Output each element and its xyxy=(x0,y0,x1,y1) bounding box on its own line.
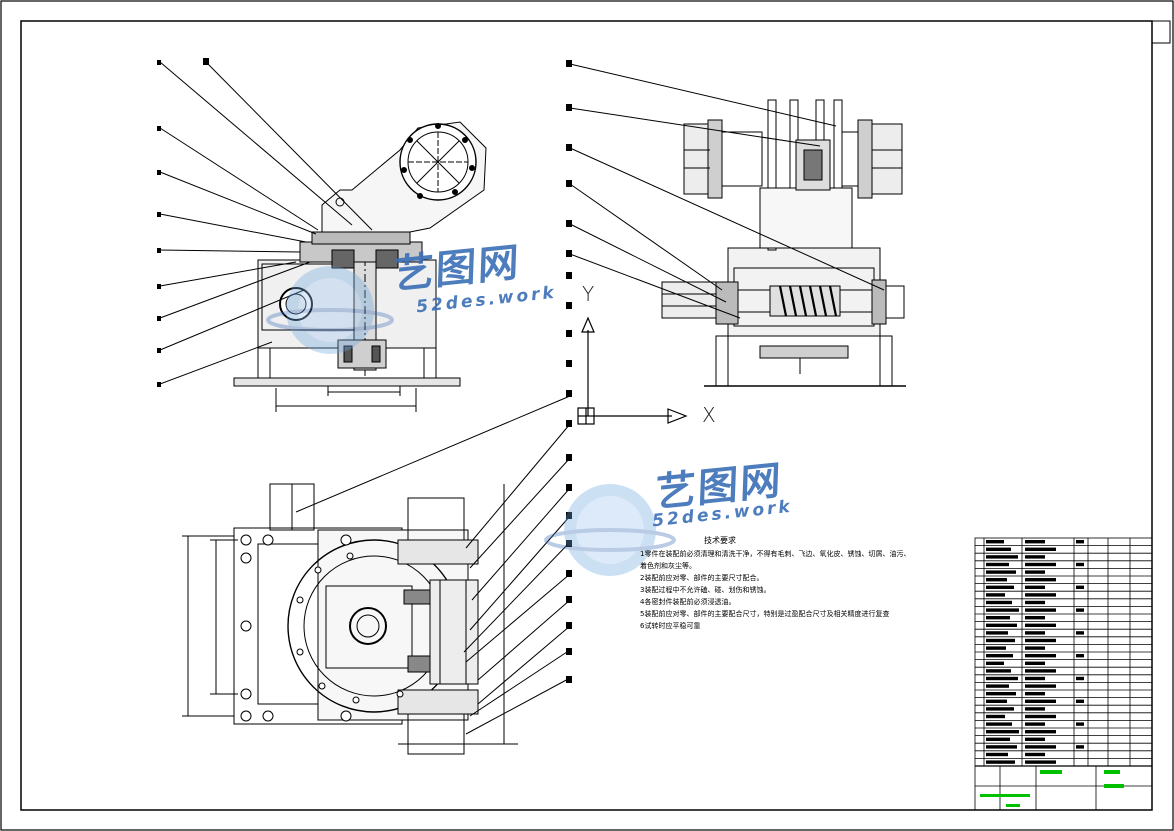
technical-requirement-item: 2装配前应对零、部件的主要尺寸配合。 xyxy=(640,574,764,582)
bom-cell-text xyxy=(986,570,1016,574)
bom-cell-text xyxy=(986,616,1010,620)
front-view-callouts xyxy=(157,58,209,387)
bom-cell-text xyxy=(1025,699,1056,703)
bom-cell-text xyxy=(986,631,1008,635)
bom-cell-text xyxy=(986,760,1015,764)
bom-cell-text xyxy=(986,623,1017,627)
bom-cell-text xyxy=(1025,570,1045,574)
bom-cell-text xyxy=(1025,547,1056,551)
bom-cell-text xyxy=(986,699,1007,703)
bom-cell-text xyxy=(986,722,1012,726)
technical-requirement-item: 6试转时应平稳可靠 xyxy=(640,622,701,630)
bom-cell-text xyxy=(986,737,1010,741)
bom-cell-text xyxy=(1025,578,1056,582)
bom-cell-text xyxy=(1076,699,1084,703)
bom-cell-text xyxy=(1076,540,1084,544)
bom-cell-text xyxy=(1025,616,1045,620)
side-view-callouts xyxy=(566,60,572,397)
bom-cell-text xyxy=(1025,730,1056,734)
front-view xyxy=(159,61,487,412)
bom-cell-text xyxy=(986,593,1005,597)
technical-requirement-item: 1零件在装配前必须清理和清洗干净，不得有毛刺、飞边、氧化皮、锈蚀、切屑、油污、 xyxy=(640,550,911,558)
bom-cell-text xyxy=(986,707,1014,711)
bom-cell-text xyxy=(1025,707,1045,711)
bom-cell-text xyxy=(1025,623,1056,627)
bom-cell-text xyxy=(986,676,1018,681)
bom-cell-text xyxy=(1025,737,1045,741)
bom-cell-text xyxy=(1076,631,1084,635)
bom-cell-text xyxy=(986,654,1013,658)
title-block xyxy=(974,537,1153,811)
bom-cell-text xyxy=(1076,745,1084,749)
bom-cell-text xyxy=(986,547,1011,551)
side-view xyxy=(569,63,906,387)
bom-cell-text xyxy=(986,540,1004,544)
technical-requirements-list: 1零件在装配前必须清理和清洗干净，不得有毛刺、飞边、氧化皮、锈蚀、切屑、油污、 … xyxy=(640,548,940,632)
bom-cell-text xyxy=(1025,654,1056,658)
bom-cell-text xyxy=(986,600,1012,605)
bom-cell-text xyxy=(1025,593,1056,597)
bom-fills xyxy=(986,540,1084,764)
bom-cell-text xyxy=(986,646,1006,650)
bom-cell-text xyxy=(1025,722,1045,726)
bom-cell-text xyxy=(986,669,1011,673)
ucs-axis-icon xyxy=(577,316,688,425)
technical-requirement-item: 4各密封件装配前必须浸透油。 xyxy=(640,598,736,606)
bom-cell-text xyxy=(986,661,1004,665)
bom-cell-text xyxy=(1025,692,1045,696)
bom-cell-text xyxy=(1076,654,1084,658)
bom-cell-text xyxy=(1025,714,1056,719)
bom-rows xyxy=(975,545,1152,759)
bom-cell-text xyxy=(1025,752,1045,757)
bom-cell-text xyxy=(1025,631,1045,635)
top-view-callouts xyxy=(566,420,572,683)
bom-cell-text xyxy=(986,585,1014,589)
bom-cell-text xyxy=(1076,585,1084,589)
bom-cell-text xyxy=(1025,684,1056,688)
bom-cell-text xyxy=(1025,745,1056,749)
bom-cell-text xyxy=(986,684,1009,688)
axis-label-x: X xyxy=(702,403,716,427)
axis-label-y: Y xyxy=(582,282,595,306)
bom-cell-text xyxy=(1025,676,1045,681)
bom-cell-text xyxy=(986,714,1005,719)
bom-cell-text xyxy=(1025,638,1056,643)
technical-requirement-item: 5装配前应对零、部件的主要配合尺寸，特别是过盈配合尺寸及相关精度进行复查 xyxy=(640,610,890,618)
bom-cell-text xyxy=(986,752,1008,757)
bom-cell-text xyxy=(1025,600,1045,605)
bom-cell-text xyxy=(986,638,1015,643)
inner-border xyxy=(20,20,1153,811)
bom-cell-text xyxy=(986,555,1018,559)
bom-cell-text xyxy=(1025,669,1056,673)
watermark-globe-icon xyxy=(544,484,676,576)
bom-cell-text xyxy=(1025,661,1045,665)
bom-cell-text xyxy=(1076,722,1084,726)
bom-cell-text xyxy=(1076,562,1084,567)
bom-cell-text xyxy=(986,745,1017,749)
bom-cell-text xyxy=(1025,646,1045,650)
watermark-globe-icon xyxy=(266,266,394,354)
bom-cell-text xyxy=(1025,585,1045,589)
bom-cell-text xyxy=(1025,555,1045,559)
top-view xyxy=(182,395,571,755)
bom-cell-text xyxy=(1025,540,1045,544)
technical-requirement-item: 3装配过程中不允许磕、碰、划伤和锈蚀。 xyxy=(640,586,771,594)
bom-cell-text xyxy=(1025,760,1056,764)
technical-requirements-title: 技术要求 xyxy=(704,536,736,545)
sheet-corner-tab xyxy=(1151,20,1171,44)
bom-cell-text xyxy=(1076,676,1084,681)
bom-cell-text xyxy=(986,578,1007,582)
bom-cell-text xyxy=(1025,608,1056,612)
bom-cell-text xyxy=(986,730,1019,734)
bom-cell-text xyxy=(986,608,1019,612)
technical-requirement-item: 着色剂和灰尘等。 xyxy=(640,562,696,570)
bom-cell-text xyxy=(1076,608,1084,612)
bom-cell-text xyxy=(1025,562,1056,567)
bom-cell-text xyxy=(986,562,1009,567)
bom-cell-text xyxy=(986,692,1016,696)
